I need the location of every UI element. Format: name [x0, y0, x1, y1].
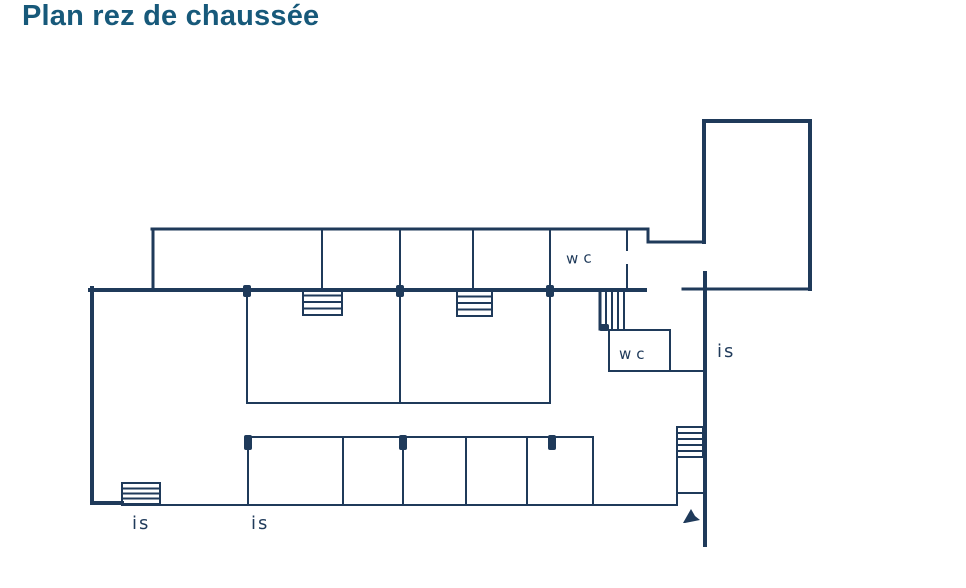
label-is-right: is: [717, 341, 735, 362]
upper-band-top-wall: [150, 227, 706, 244]
door-marker: [244, 435, 252, 450]
label-is-bottom-left: is: [132, 513, 150, 534]
left-wall: [90, 286, 124, 505]
stair-treads: [456, 295, 493, 311]
top-right-room-walls: [702, 119, 812, 291]
wc-room-lower: [608, 329, 704, 372]
middle-rooms: [246, 229, 551, 404]
label-is-bottom-mid: is: [251, 513, 269, 534]
upper-band-dividers: [321, 229, 628, 290]
door-marker: [546, 285, 554, 297]
entrance-arrow-icon: [683, 509, 700, 523]
stair-treads: [121, 487, 161, 500]
page-title: Plan rez de chaussée: [22, 0, 320, 32]
label-wc-lower: wc: [619, 345, 650, 363]
stair-treads: [605, 291, 625, 330]
door-marker: [399, 435, 407, 450]
stair-treads: [676, 432, 704, 452]
door-markers: [243, 285, 556, 450]
outer-walls: [88, 119, 812, 547]
staircase-top-left: [302, 288, 343, 316]
stair-treads: [302, 294, 343, 310]
room-labels: wc wc is is is: [132, 248, 735, 534]
door-marker: [396, 285, 404, 297]
label-wc-upper: wc: [566, 248, 597, 268]
staircase-top-mid: [456, 289, 493, 317]
staircase-bottom-left: [121, 482, 161, 505]
door-marker: [243, 285, 251, 297]
stair-newel-marker: [599, 324, 609, 331]
door-marker: [548, 435, 556, 450]
stair-outline: [676, 426, 704, 458]
right-side-room: [676, 456, 704, 506]
wc-room-walls: [608, 329, 704, 372]
staircase-center: [598, 290, 625, 331]
staircase-right: [676, 426, 704, 458]
